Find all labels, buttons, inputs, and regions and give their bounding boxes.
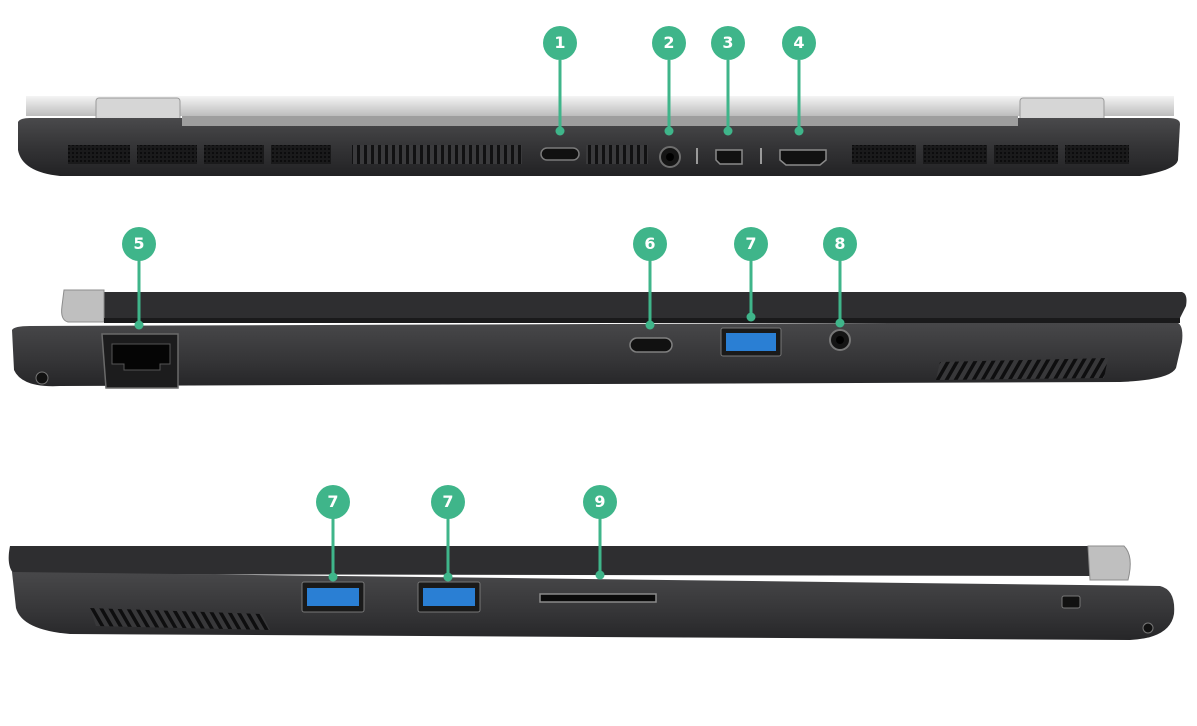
callout-dot xyxy=(595,570,605,580)
callout-badge-5: 5 xyxy=(122,227,156,261)
callout-badge-2: 2 xyxy=(652,26,686,60)
side-vent xyxy=(90,608,270,630)
laptop-left-view xyxy=(12,289,1187,389)
base-left xyxy=(12,322,1183,387)
callout-dot xyxy=(794,126,804,136)
lid-edge xyxy=(26,96,1174,116)
usb-a-tongue xyxy=(307,588,359,606)
kensington-lock xyxy=(1061,595,1081,609)
lock-hole xyxy=(1142,622,1154,634)
callout-leader xyxy=(797,60,801,130)
callout-badge-9: 9 xyxy=(583,485,617,519)
callout-badge-7: 7 xyxy=(431,485,465,519)
callout-dot xyxy=(723,126,733,136)
callout-leader xyxy=(838,260,842,322)
rear-vent xyxy=(1065,145,1129,164)
callout-leader xyxy=(331,518,335,576)
divider-mark xyxy=(696,148,698,164)
callout-dot xyxy=(443,572,453,582)
usb-a-tongue xyxy=(726,333,776,351)
rear-slots xyxy=(352,145,522,164)
callout-leader xyxy=(648,260,652,324)
hinge-right xyxy=(1087,545,1131,581)
callout-dot xyxy=(664,126,674,136)
callout-badge-1: 1 xyxy=(543,26,577,60)
callout-leader xyxy=(446,518,450,576)
side-vent xyxy=(936,358,1108,380)
lock-hole xyxy=(35,371,49,385)
divider-mark xyxy=(760,148,762,164)
callout-badge-4: 4 xyxy=(782,26,816,60)
callout-badge-7: 7 xyxy=(734,227,768,261)
base-right xyxy=(12,572,1175,640)
rear-vent xyxy=(271,145,331,164)
callout-leader xyxy=(137,260,141,324)
usb-c-port xyxy=(540,147,580,161)
laptop-rear-view xyxy=(18,96,1180,176)
callout-badge-7: 7 xyxy=(316,485,350,519)
lid-gap-strip xyxy=(182,116,1018,126)
callout-dot xyxy=(134,320,144,330)
callout-leader xyxy=(749,260,753,316)
callout-dot xyxy=(555,126,565,136)
rear-vent xyxy=(204,145,264,164)
dc-in-pin xyxy=(666,153,674,161)
callout-leader xyxy=(558,60,562,130)
callout-dot xyxy=(835,318,845,328)
callout-dot xyxy=(645,320,655,330)
callout-badge-8: 8 xyxy=(823,227,857,261)
laptop-right-view xyxy=(8,545,1175,640)
usb-a-tongue xyxy=(423,588,475,606)
audio-jack-hole xyxy=(836,336,844,344)
card-reader-slot xyxy=(539,593,657,603)
rear-slots xyxy=(586,145,648,164)
callout-leader xyxy=(726,60,730,130)
mini-displayport xyxy=(715,149,743,165)
ethernet-jack xyxy=(111,343,171,371)
rear-vent xyxy=(137,145,197,164)
lid-edge xyxy=(8,546,1097,576)
rear-vent xyxy=(994,145,1058,164)
usb-c-port xyxy=(629,337,673,353)
callout-dot xyxy=(746,312,756,322)
rear-vent xyxy=(852,145,916,164)
callout-badge-6: 6 xyxy=(633,227,667,261)
rear-vent xyxy=(68,145,130,164)
hinge-left xyxy=(61,289,105,323)
hdmi-port xyxy=(779,149,827,166)
lid-edge xyxy=(66,292,1187,320)
callout-leader xyxy=(667,60,671,130)
callout-badge-3: 3 xyxy=(711,26,745,60)
callout-dot xyxy=(328,572,338,582)
callout-leader xyxy=(598,518,602,574)
lid-gap xyxy=(104,318,1180,323)
rear-vent xyxy=(923,145,987,164)
